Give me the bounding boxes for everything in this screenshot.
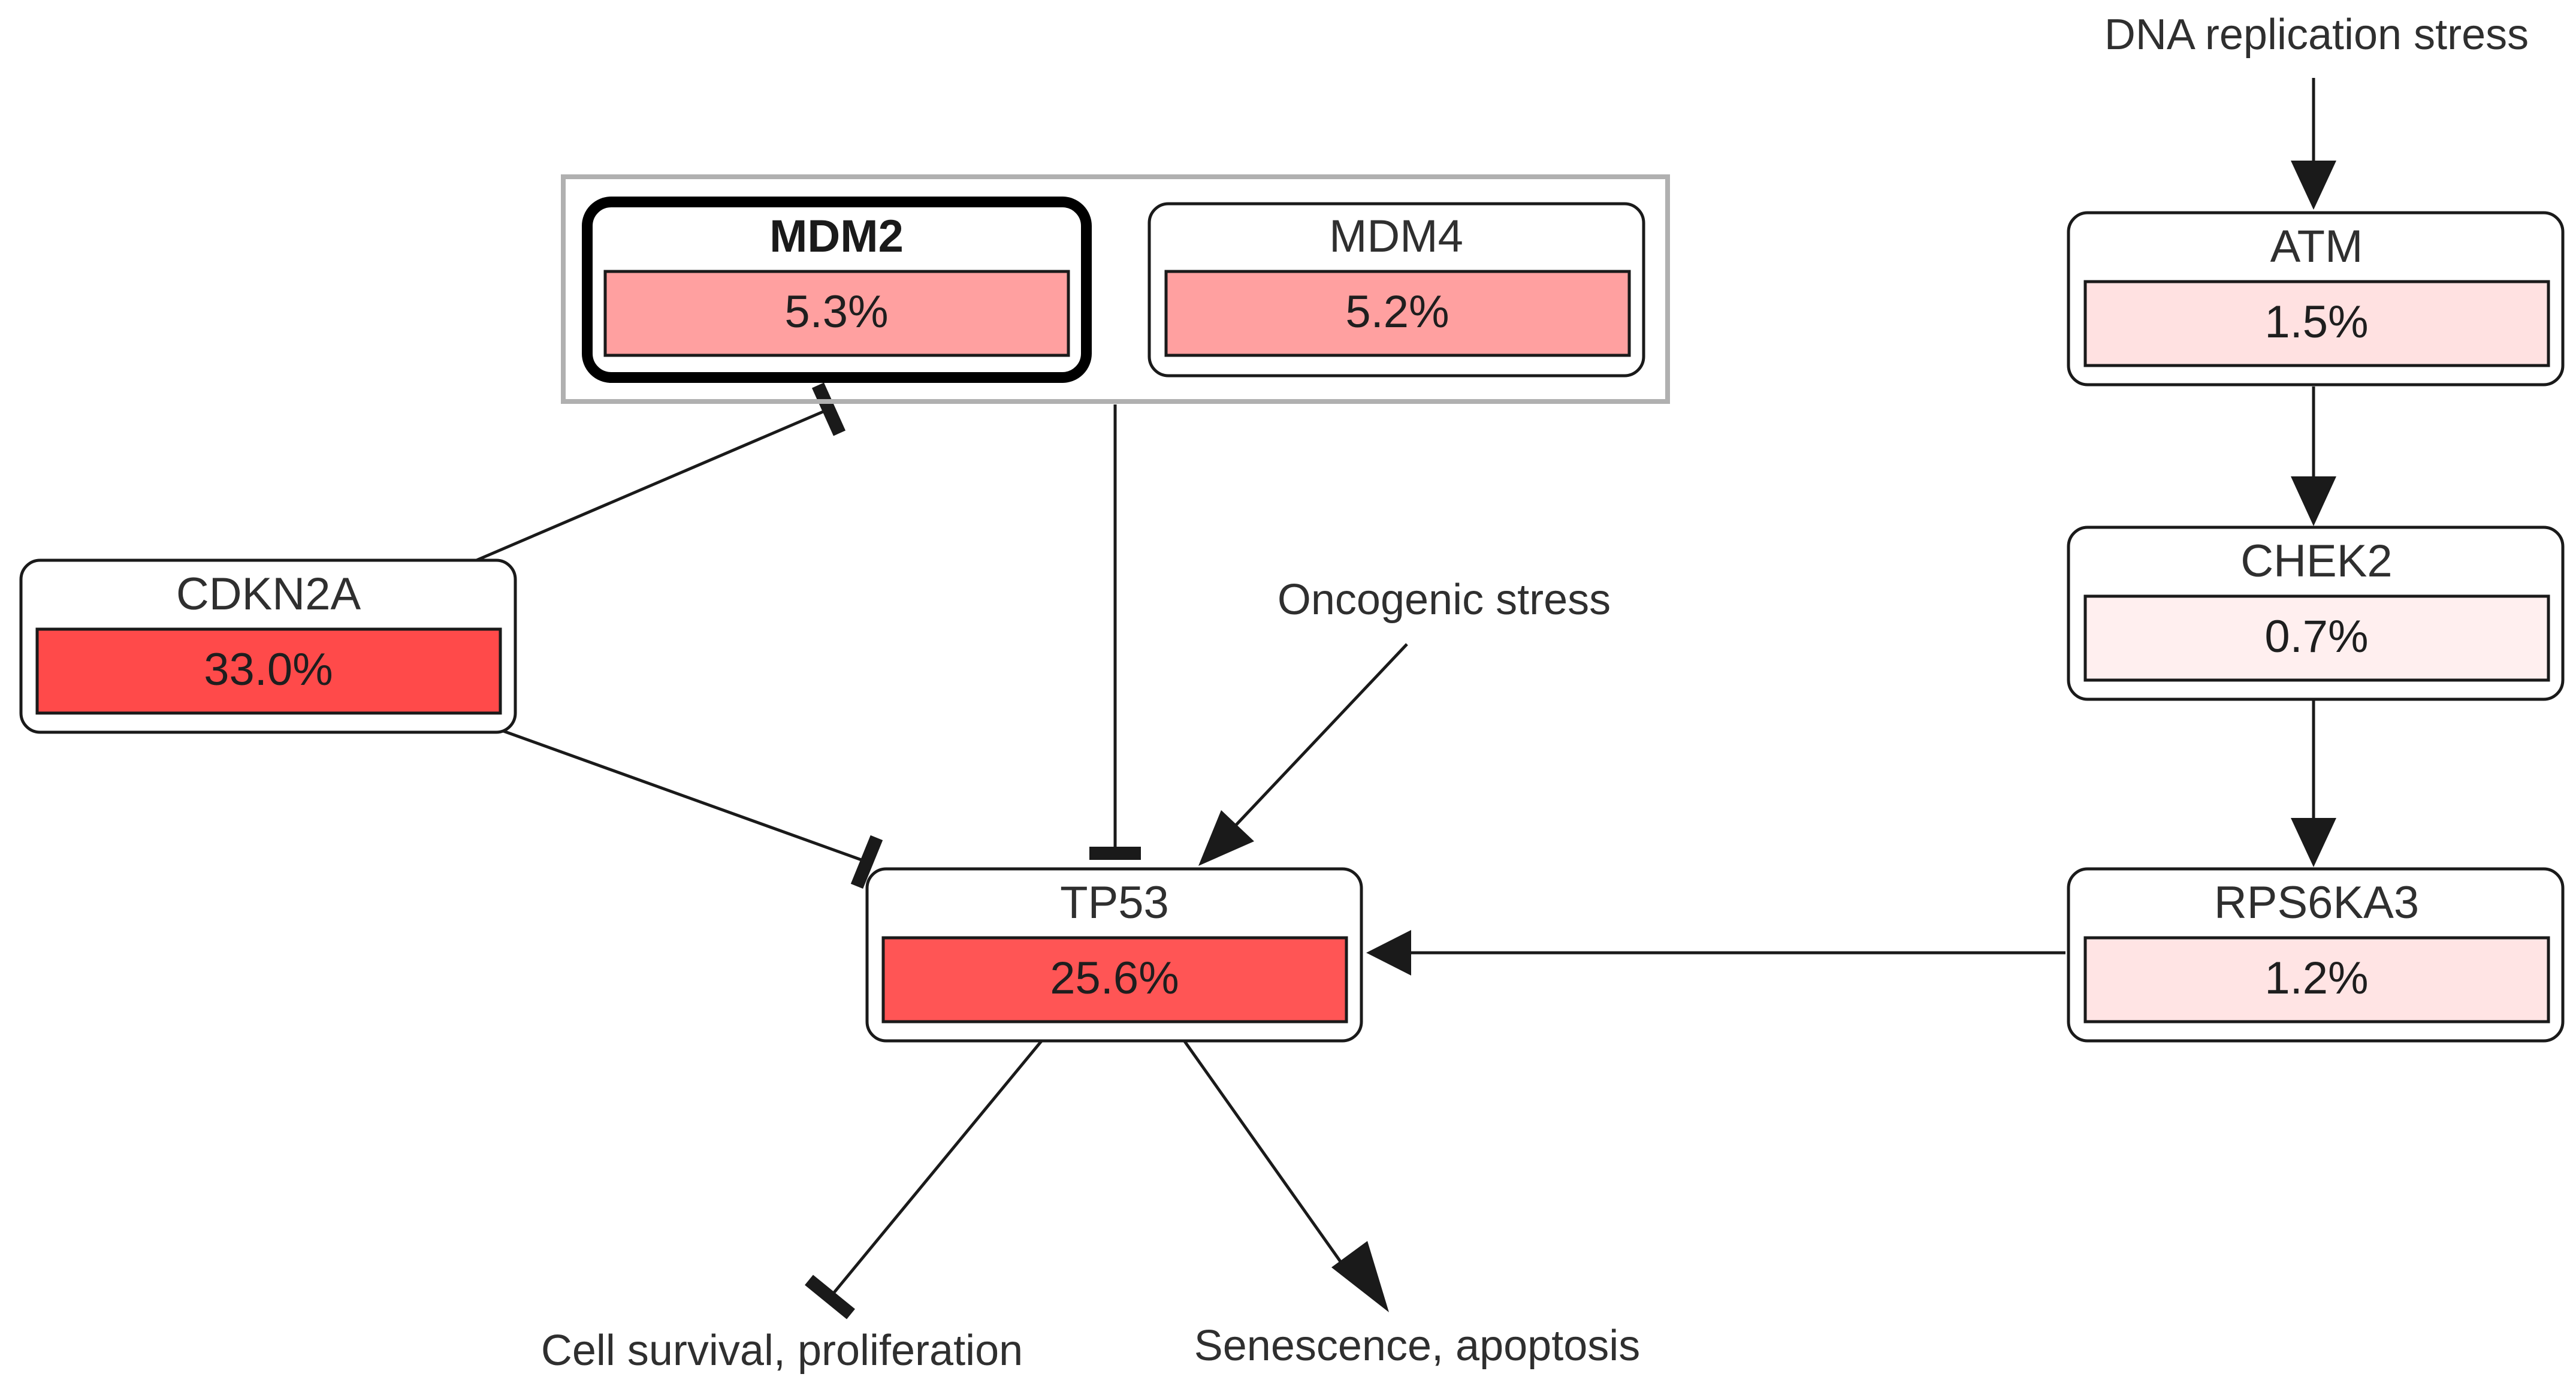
edge-cdkn2a-inhibits-mdm2 xyxy=(476,382,846,562)
node-mdm4-label: MDM4 xyxy=(1329,211,1463,262)
edge-rps6ka3-to-tp53 xyxy=(1366,930,2065,976)
node-mdm2-value: 5.3% xyxy=(784,286,888,337)
node-tp53-value-bar xyxy=(881,936,1348,1023)
edge-oncogenic-stress-to-tp53 xyxy=(1198,643,1408,866)
node-chek2-value-bar xyxy=(2083,594,2550,682)
node-mdm4-value: 5.2% xyxy=(1345,286,1449,337)
label-cell-survival-proliferation: Cell survival, proliferation xyxy=(541,1327,1023,1375)
mdm-complex-group xyxy=(561,174,1670,404)
node-mdm2-label: MDM2 xyxy=(769,211,904,262)
edge-tp53-inhibits-cell-survival xyxy=(805,1038,1044,1319)
node-atm-value: 1.5% xyxy=(2264,297,2368,348)
node-cdkn2a-value: 33.0% xyxy=(204,644,333,695)
node-cdkn2a[interactable]: CDKN2A 33.0% xyxy=(19,558,517,734)
node-mdm4[interactable]: MDM4 5.2% xyxy=(1147,202,1645,378)
node-atm-value-bar xyxy=(2083,280,2550,367)
node-chek2-label: CHEK2 xyxy=(2240,536,2392,587)
node-rps6ka3-value: 1.2% xyxy=(2264,953,2368,1004)
edge-tp53-to-senescence xyxy=(1182,1038,1389,1312)
node-cdkn2a-value-bar xyxy=(35,627,502,715)
node-tp53[interactable]: TP53 25.6% xyxy=(865,867,1363,1043)
node-atm-label: ATM xyxy=(2270,221,2363,272)
label-oncogenic-stress: Oncogenic stress xyxy=(1278,576,1611,624)
edge-atm-to-chek2 xyxy=(2291,386,2336,526)
node-chek2-value: 0.7% xyxy=(2264,611,2368,662)
node-cdkn2a-label: CDKN2A xyxy=(176,569,361,620)
node-chek2[interactable]: CHEK2 0.7% xyxy=(2067,526,2565,701)
node-rps6ka3[interactable]: RPS6KA3 1.2% xyxy=(2067,867,2565,1043)
edge-chek2-to-rps6ka3 xyxy=(2291,700,2336,867)
node-tp53-label: TP53 xyxy=(1060,877,1169,928)
label-senescence-apoptosis: Senescence, apoptosis xyxy=(1194,1322,1641,1370)
edge-cdkn2a-inhibits-tp53 xyxy=(503,729,883,889)
node-mdm2[interactable]: MDM2 5.3% xyxy=(582,197,1092,383)
node-rps6ka3-value-bar xyxy=(2083,936,2550,1023)
node-mdm2-value-bar xyxy=(603,270,1070,357)
edge-mdm-group-inhibits-tp53 xyxy=(1089,404,1141,860)
node-rps6ka3-label: RPS6KA3 xyxy=(2214,877,2419,928)
edge-dna-stress-to-atm xyxy=(2291,78,2336,210)
node-atm[interactable]: ATM 1.5% xyxy=(2067,211,2565,386)
node-mdm4-value-bar xyxy=(1164,270,1631,357)
node-tp53-value: 25.6% xyxy=(1050,953,1179,1004)
label-dna-replication-stress: DNA replication stress xyxy=(2104,11,2529,59)
